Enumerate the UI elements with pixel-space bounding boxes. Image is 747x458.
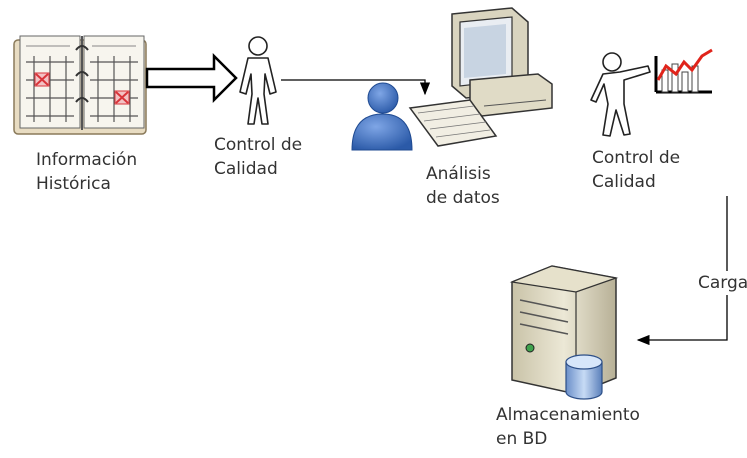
label-line: Almacenamiento [496, 405, 640, 425]
label-quality-control-2: Control de Calidad [592, 146, 680, 194]
label-line: Histórica [36, 174, 111, 194]
label-line: Información [36, 150, 138, 170]
label-db-storage: Almacenamiento en BD [496, 403, 640, 451]
label-line: Control de [592, 148, 681, 168]
user-computer-icon [351, 7, 553, 151]
calendar-book-icon [13, 35, 147, 135]
label-line: Control de [214, 135, 303, 155]
label-quality-control-1: Control de Calidad [214, 133, 302, 181]
label-data-analysis: Análisis de datos [426, 162, 500, 210]
label-line: Análisis [426, 164, 491, 184]
label-line: en BD [496, 429, 548, 449]
person-figure-icon [239, 36, 277, 125]
flow-connector-1 [281, 79, 431, 96]
label-historical-info: Información Histórica [36, 148, 137, 196]
label-line: Calidad [214, 159, 278, 179]
label-line: Calidad [592, 172, 656, 192]
label-load: Carga [698, 273, 747, 293]
flow-arrow-big [145, 52, 238, 104]
person-presenting-chart-icon [590, 48, 713, 137]
label-line: de datos [426, 188, 500, 208]
flow-connector-load [636, 196, 728, 346]
database-server-icon [509, 265, 619, 400]
